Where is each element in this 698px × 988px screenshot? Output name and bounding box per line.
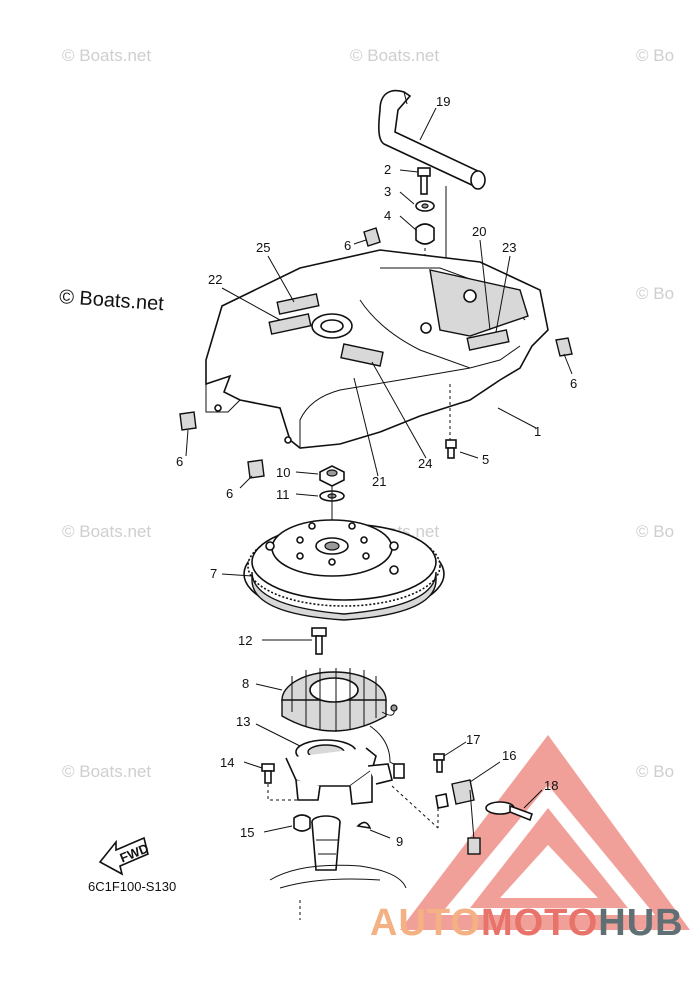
callout-numbers: 1 2 3 4 5 6 6 6 6 7 8 9 10 11 12 13 14 1… [176, 94, 577, 849]
callout-label: 1 [534, 424, 541, 439]
callout-label: 18 [544, 778, 558, 793]
callout-label: 8 [242, 676, 249, 691]
callout-label: 5 [482, 452, 489, 467]
callout-label: 21 [372, 474, 386, 489]
callout-label: 7 [210, 566, 217, 581]
grommet [179, 227, 573, 479]
watermark: © Bo [636, 522, 675, 541]
crankshaft-housing [269, 815, 407, 920]
watermark: © Bo [636, 46, 675, 65]
watermark: © Boats.net [62, 762, 152, 781]
bolt-stack [415, 167, 447, 330]
callout-label: 19 [436, 94, 450, 109]
woodruff-key [356, 821, 372, 830]
watermark: © Bo [636, 762, 675, 781]
callout-label: 6 [226, 486, 233, 501]
callout-label: 22 [208, 272, 222, 287]
leader-lines [185, 107, 573, 839]
flywheel [243, 519, 445, 621]
screw-part-17 [433, 753, 445, 773]
brand-triangle-logo [400, 735, 690, 930]
bolt-part-5 [445, 439, 457, 459]
callout-label: 9 [396, 834, 403, 849]
hose-part [378, 89, 486, 190]
stator-base [285, 725, 405, 805]
callout-label: 12 [238, 633, 252, 648]
callout-label: 2 [384, 162, 391, 177]
bolt-part-12 [311, 627, 327, 655]
callout-label: 25 [256, 240, 270, 255]
callout-label: 6 [176, 454, 183, 469]
callout-label: 15 [240, 825, 254, 840]
brand-part: MOTO [480, 902, 599, 944]
callout-label: 3 [384, 184, 391, 199]
watermark: © Bo [636, 284, 675, 303]
callout-label: 20 [472, 224, 486, 239]
callout-label: 17 [466, 732, 480, 747]
collar-part-15 [293, 814, 311, 832]
callout-label: 16 [502, 748, 516, 763]
watermark: © Boats.net [350, 46, 440, 65]
flywheel-cover [205, 249, 549, 449]
callout-label: 10 [276, 465, 290, 480]
pulser-coil [391, 779, 481, 855]
watermark: © Boats.net [62, 46, 152, 65]
watermark: © Boats.net [62, 522, 152, 541]
callout-label: 23 [502, 240, 516, 255]
brand-logo-text: AUTOMOTOHUB [370, 902, 684, 945]
callout-label: 13 [236, 714, 250, 729]
callout-label: 24 [418, 456, 432, 471]
callout-label: 14 [220, 755, 234, 770]
clamp-part-18 [485, 801, 534, 822]
diagram-code: 6C1F100-S130 [88, 879, 177, 894]
brand-part: HUB [598, 902, 684, 944]
svg-text:FWD: FWD [118, 840, 151, 865]
forward-direction-arrow: FWD [98, 836, 151, 876]
callout-label: 4 [384, 208, 391, 223]
stator [281, 668, 398, 732]
brand-part: AUTO [370, 902, 481, 944]
callout-label: 6 [570, 376, 577, 391]
callout-label: 11 [276, 487, 290, 502]
callout-label: 6 [344, 238, 351, 253]
